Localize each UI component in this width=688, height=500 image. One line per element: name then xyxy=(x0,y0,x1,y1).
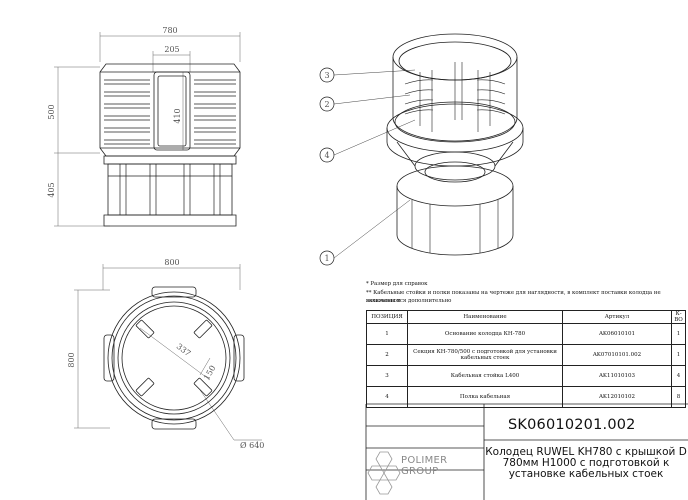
cell-article: AK06010101 xyxy=(562,323,672,345)
callout-4: 4 xyxy=(324,151,329,160)
dim-base-height: 405 xyxy=(47,182,56,197)
cell-position: 1 xyxy=(366,323,408,345)
callouts: 3 2 4 1 xyxy=(319,67,335,266)
dim-hole-diameter: Ø 640 xyxy=(240,441,264,450)
logo-line-1: POLIMER xyxy=(401,455,448,466)
callout-2: 2 xyxy=(324,100,329,109)
table-header-row: ПОЗИЦИЯ Наименование Артикул К-ВО xyxy=(366,310,686,324)
table-row: 2 Секция КН-780/500 с подготовкой для ус… xyxy=(366,344,686,366)
note-order-separately: заказываются дополнительно xyxy=(366,298,452,304)
dim-stand-offset: 150 xyxy=(202,364,217,382)
cell-name: Секция КН-780/500 с подготовкой для уста… xyxy=(407,344,563,366)
table-row: 1 Основание колодца КН-780 AK06010101 1 xyxy=(366,323,686,345)
isometric-view xyxy=(333,33,524,259)
callout-1: 1 xyxy=(324,254,329,263)
document-description: Колодец RUWEL KH780 с крышкой D 780мм H1… xyxy=(485,446,687,480)
callout-3: 3 xyxy=(324,71,329,80)
company-logo-text: POLIMER GROUP xyxy=(401,455,448,477)
cell-quantity: 8 xyxy=(671,386,686,408)
cell-position: 2 xyxy=(366,344,408,366)
document-code: SK06010201.002 xyxy=(508,417,636,433)
cell-article: AK11010103 xyxy=(562,365,672,387)
dim-section-height: 500 xyxy=(47,104,56,119)
dim-window-width: 205 xyxy=(164,45,179,54)
specification-table: ПОЗИЦИЯ Наименование Артикул К-ВО 1 Осно… xyxy=(366,310,686,408)
polimer-logo-icon xyxy=(367,451,401,495)
cell-position: 3 xyxy=(366,365,408,387)
cell-name: Основание колодца КН-780 xyxy=(407,323,563,345)
cell-name: Кабельная стойка L400 xyxy=(407,365,563,387)
cell-article: AK12010102 xyxy=(562,386,672,408)
dim-window-height: 410 xyxy=(173,108,182,123)
note-cable-stands: ** Кабельные стойки и полки показаны на … xyxy=(366,290,661,304)
note-reference: * Размер для справок xyxy=(366,281,428,287)
logo-line-2: GROUP xyxy=(401,465,439,477)
front-elevation xyxy=(54,32,241,227)
dim-plan-width: 800 xyxy=(164,258,179,267)
cell-article: AK07010101.002 xyxy=(562,344,672,366)
header-article: Артикул xyxy=(562,310,672,324)
cell-quantity: 1 xyxy=(671,344,686,366)
cell-name: Полка кабельная xyxy=(407,386,563,408)
cell-quantity: 4 xyxy=(671,365,686,387)
dim-plan-height: 800 xyxy=(67,352,76,367)
header-position: ПОЗИЦИЯ xyxy=(366,310,408,324)
table-row: 3 Кабельная стойка L400 AK11010103 4 xyxy=(366,365,686,387)
header-name: Наименование xyxy=(407,310,563,324)
cell-position: 4 xyxy=(366,386,408,408)
header-quantity: К-ВО xyxy=(671,310,686,324)
plan-view xyxy=(74,264,262,441)
cell-quantity: 1 xyxy=(671,323,686,345)
table-row: 4 Полка кабельная AK12010102 8 xyxy=(366,386,686,408)
dim-top-width: 780 xyxy=(162,26,177,35)
